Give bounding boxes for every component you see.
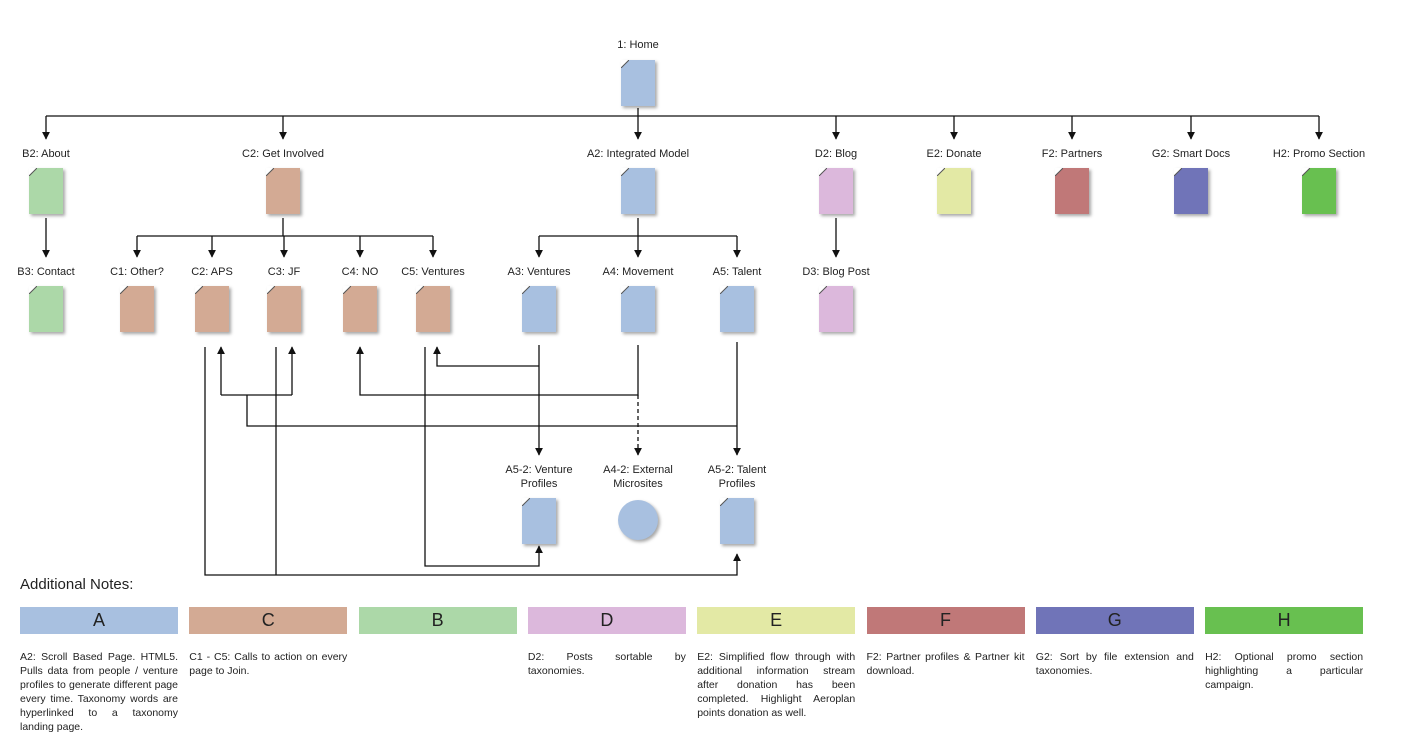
node-page-a4 [621, 286, 655, 332]
node-page-d2 [819, 168, 853, 214]
node-label-c2aps: C2: APS [191, 266, 233, 278]
node-page-b2 [29, 168, 63, 214]
legend-bar-g: G [1035, 607, 1194, 634]
page-fold-edge [195, 286, 203, 294]
node-page-c2aps [195, 286, 229, 332]
node-label-a42: A4-2: External Microsites [603, 464, 673, 490]
legend-note-e: E2: Simplified flow through with additio… [697, 651, 856, 719]
node-page-b3 [29, 286, 63, 332]
node-label-h2: H2: Promo Section [1272, 148, 1366, 160]
node-label-a2: A2: Integrated Model [586, 148, 690, 160]
legend-bar-e: E [697, 607, 856, 634]
node-label-c3: C3: JF [267, 266, 301, 278]
legend-bar-h: H [1205, 607, 1364, 634]
node-label-a52v: A5-2: Venture Profiles [505, 464, 573, 490]
page-fold-edge [522, 286, 530, 294]
node-page-a5 [720, 286, 754, 332]
page-fold-edge [1302, 168, 1310, 176]
node-label-c1: C1: Other? [110, 266, 164, 278]
node-label-c4: C4: NO [341, 266, 379, 278]
legend-bar-b: B [358, 607, 517, 634]
node-page-a52t [720, 498, 754, 544]
notes-title: Additional Notes: [20, 576, 134, 593]
page-fold-edge [819, 168, 827, 176]
node-label-b2: B2: About [22, 148, 70, 160]
node-page-e2 [937, 168, 971, 214]
node-page-c5 [416, 286, 450, 332]
page-fold-edge [621, 168, 629, 176]
node-label-a3: A3: Ventures [507, 266, 571, 278]
page-fold-edge [720, 498, 728, 506]
legend-note-g: G2: Sort by file extension and taxonomie… [1035, 651, 1194, 677]
node-page-a2 [621, 168, 655, 214]
node-label-d2: D2: Blog [814, 148, 858, 160]
node-label-a4: A4: Movement [602, 266, 674, 278]
page-fold-edge [29, 168, 37, 176]
page-fold-edge [1174, 168, 1182, 176]
page-fold-edge [621, 60, 629, 68]
node-page-c2 [266, 168, 300, 214]
page-fold-edge [1055, 168, 1063, 176]
node-label-a52t: A5-2: Talent Profiles [707, 464, 767, 490]
node-page-f2 [1055, 168, 1089, 214]
legend-bar-f: F [866, 607, 1025, 634]
connector-aps-talent [204, 347, 741, 576]
legend-note-h: H2: Optional promo section highlighting … [1205, 651, 1364, 691]
node-page-d3 [819, 286, 853, 332]
node-page-c1 [120, 286, 154, 332]
node-label-b3: B3: Contact [17, 266, 75, 278]
node-page-g2 [1174, 168, 1208, 214]
connector-talent-bus [246, 395, 737, 427]
node-label-c2: C2: Get Involved [242, 148, 324, 160]
node-page-c3 [267, 286, 301, 332]
node-label-d3: D3: Blog Post [802, 266, 870, 278]
page-fold-edge [621, 286, 629, 294]
legend-note-c: C1 - C5: Calls to action on every page t… [189, 651, 348, 677]
node-label-c5: C5: Ventures [401, 266, 465, 278]
node-circle-a42 [618, 500, 658, 540]
node-label-g2: G2: Smart Docs [1151, 148, 1231, 160]
legend-note-a: A2: Scroll Based Page. HTML5. Pulls data… [20, 651, 178, 733]
legend-bar-d: D [527, 607, 686, 634]
legend-note-d: D2: Posts sortable by taxonomies. [527, 651, 686, 677]
page-fold-edge [416, 286, 424, 294]
node-label-a5: A5: Talent [712, 266, 762, 278]
page-fold-edge [266, 168, 274, 176]
legend-bar-a: A [20, 607, 178, 634]
page-fold-edge [267, 286, 275, 294]
node-label-f2: F2: Partners [1041, 148, 1103, 160]
node-page-a52v [522, 498, 556, 544]
connector-c5-venture [424, 347, 543, 567]
page-fold-edge [720, 286, 728, 294]
node-page-a3 [522, 286, 556, 332]
node-page-c4 [343, 286, 377, 332]
node-label-home: 1: Home [617, 39, 659, 51]
node-page-home [621, 60, 655, 106]
page-fold-edge [29, 286, 37, 294]
legend-bar-c: C [189, 607, 348, 634]
connector-a4-c4 [356, 345, 639, 396]
connector-a3-c5 [433, 346, 539, 367]
page-fold-edge [522, 498, 530, 506]
page-fold-edge [343, 286, 351, 294]
node-label-e2: E2: Donate [926, 148, 982, 160]
legend-note-f: F2: Partner profiles & Partner kit downl… [866, 651, 1025, 677]
page-fold-edge [120, 286, 128, 294]
page-fold-edge [937, 168, 945, 176]
node-page-h2 [1302, 168, 1336, 214]
page-fold-edge [819, 286, 827, 294]
